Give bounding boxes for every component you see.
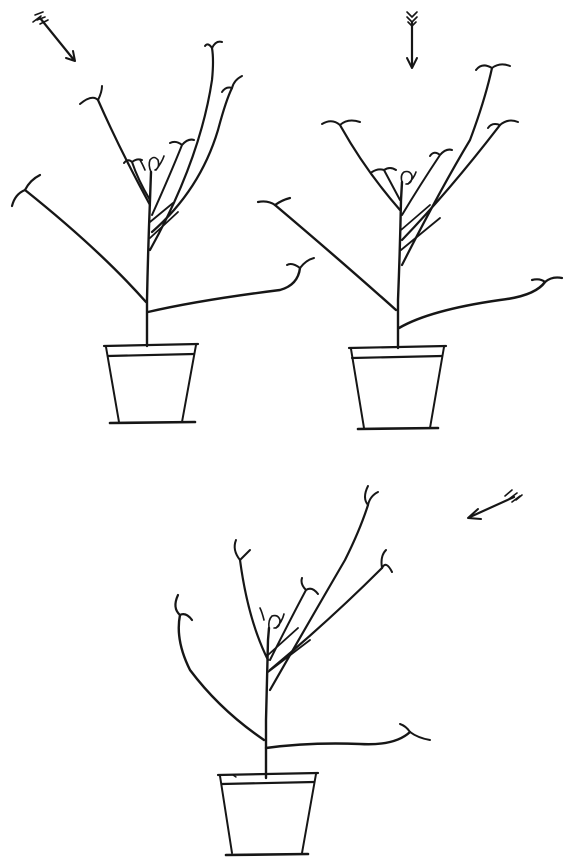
light-arrow-icon [468,490,522,519]
light-arrow-icon [33,12,75,61]
flower-pot [104,344,198,423]
light-arrow-icon [407,12,417,68]
plant-panel-top-right [258,12,562,429]
flower-pot [218,773,318,855]
plant-stem [12,42,314,346]
plant-stem [175,486,430,778]
flower-pot [349,346,446,429]
plant-panel-bottom [175,486,522,855]
plant-stem [258,64,562,348]
plant-panel-top-left [12,12,314,423]
